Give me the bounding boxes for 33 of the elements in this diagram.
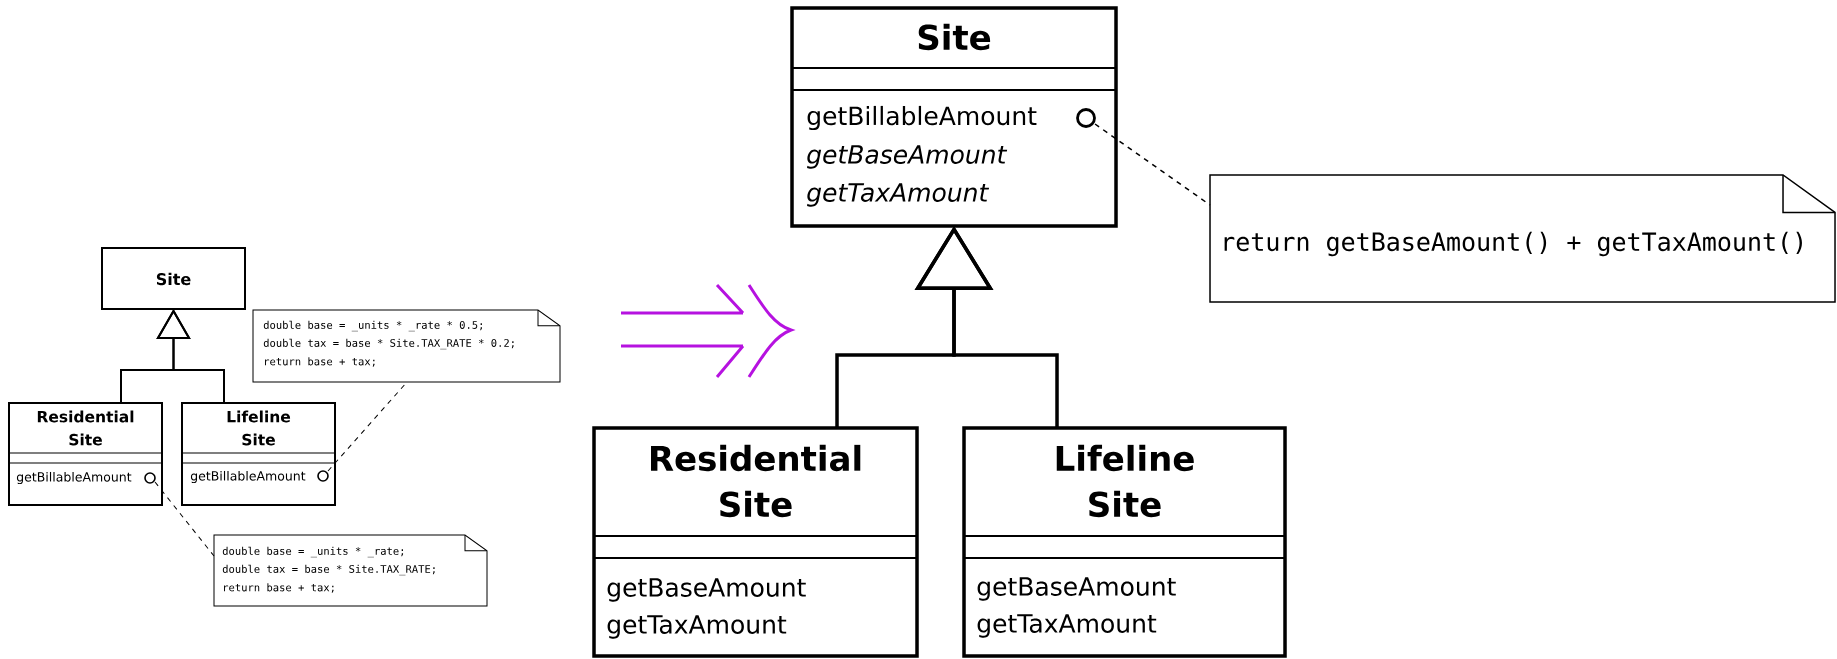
code-line: double tax = base * Site.TAX_RATE * 0.2;	[263, 338, 514, 350]
code-line: double tax = base * Site.TAX_RATE;	[222, 564, 435, 576]
code-line: return base + tax;	[265, 357, 375, 367]
note-connector	[1094, 123, 1211, 206]
method-name: getTaxAmount	[977, 614, 1157, 638]
method-name: getBillableAmount	[807, 105, 1037, 131]
class-box	[592, 426, 919, 658]
class-name: Lifeline Site	[1056, 444, 1194, 518]
note-box	[1209, 174, 1836, 303]
class-box	[790, 6, 1118, 228]
note-connector	[154, 481, 215, 557]
note-box	[213, 534, 488, 607]
code-line: return base + tax;	[224, 583, 334, 593]
code-line: double base = _units * _rate * 0.5;	[263, 320, 482, 332]
class-name: Residential Site	[651, 444, 861, 518]
method-name: getBillableAmount	[16, 471, 132, 485]
method-name: getTaxAmount	[607, 615, 787, 639]
method-name: getBaseAmount	[607, 578, 806, 602]
class-box	[962, 426, 1287, 658]
class-box	[181, 402, 336, 506]
method-name: getBillableAmount	[190, 470, 306, 484]
code-line: return getBaseAmount() + getTaxAmount()	[1224, 231, 1802, 257]
class-name: Site	[156, 272, 191, 286]
class-box	[8, 402, 163, 506]
class-name: Residential Site	[37, 410, 134, 446]
class-box	[101, 247, 246, 310]
method-name: getTaxAmount	[807, 183, 990, 207]
class-name: Lifeline Site	[227, 410, 291, 446]
class-name: Site	[918, 23, 991, 51]
method-name: getBaseAmount	[977, 577, 1176, 601]
code-line: double base = _units * _rate;	[222, 546, 404, 558]
note-box	[252, 309, 561, 383]
method-name: getBaseAmount	[807, 145, 1008, 169]
